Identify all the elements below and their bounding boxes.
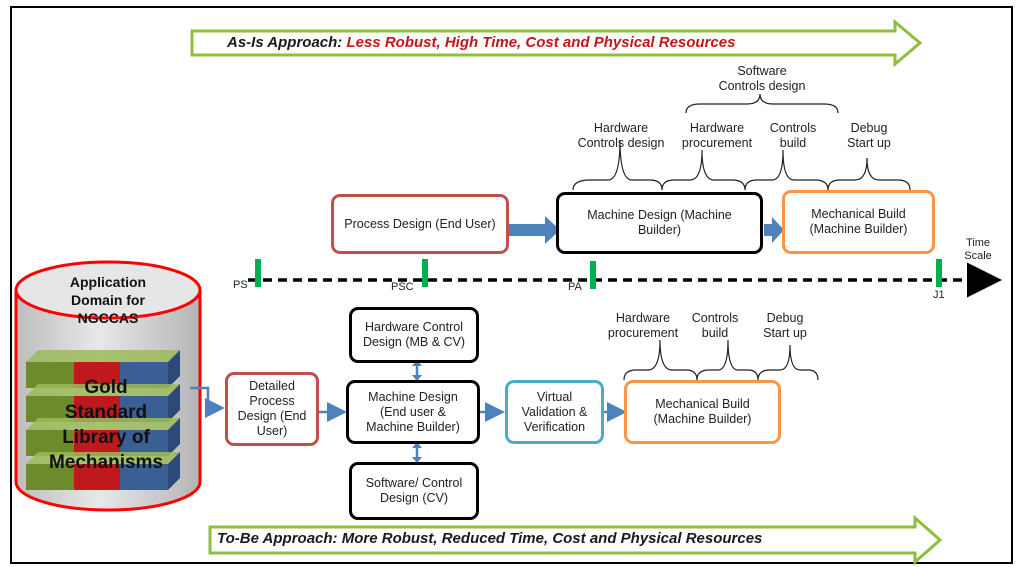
to-be-rest: More Robust, Reduced Time, Cost and Phys… bbox=[337, 530, 763, 547]
brace-tobe-hardware-procurement bbox=[623, 339, 698, 381]
tobe-mechanical-build-box: Mechanical Build (Machine Builder) bbox=[624, 380, 781, 444]
arrow-domain-to-detailed bbox=[190, 386, 225, 418]
as-is-rest: Less Robust, High Time, Cost and Physica… bbox=[342, 34, 736, 51]
milestone-pa-label: PA bbox=[568, 281, 582, 293]
brace-tobe-controls-build bbox=[696, 339, 759, 381]
milestone-psc bbox=[422, 259, 428, 287]
diagram-frame bbox=[10, 6, 1013, 564]
milestone-j1-label: J1 bbox=[933, 289, 945, 301]
detailed-process-box: Detailed Process Design (End User) bbox=[225, 372, 319, 446]
library-blocks bbox=[26, 350, 180, 490]
arrow-machine-to-build bbox=[764, 217, 784, 243]
virtual-validation-box: Virtual Validation & Verification bbox=[505, 380, 604, 444]
arrow-process-to-machine bbox=[508, 216, 560, 244]
brace-debug bbox=[827, 157, 911, 191]
hardware-control-box: Hardware Control Design (MB & CV) bbox=[349, 307, 479, 363]
to-be-banner-text: To-Be Approach: More Robust, Reduced Tim… bbox=[217, 530, 762, 547]
milestone-ps bbox=[255, 259, 261, 287]
process-design-box: Process Design (End User) bbox=[331, 194, 509, 254]
as-is-lead: As-Is Approach: bbox=[227, 34, 343, 51]
as-is-banner-arrow bbox=[190, 18, 923, 68]
brace-software-controls bbox=[685, 93, 839, 114]
arrow-hw-machine-link bbox=[412, 360, 422, 381]
machine-design-box: Machine Design (Machine Builder) bbox=[556, 192, 763, 254]
software-control-box: Software/ Control Design (CV) bbox=[349, 462, 479, 520]
milestone-pa bbox=[590, 261, 596, 289]
milestone-j1 bbox=[936, 259, 942, 287]
brace-hardware-procurement bbox=[661, 149, 746, 191]
to-be-banner-arrow bbox=[208, 514, 943, 566]
brace-tobe-debug bbox=[757, 344, 819, 381]
arrow-machine-sw-link bbox=[412, 442, 422, 463]
milestone-psc-label: PSC bbox=[391, 281, 414, 293]
to-be-lead: To-Be Approach: bbox=[217, 530, 338, 547]
brace-hardware-controls bbox=[572, 139, 663, 191]
brace-controls-build bbox=[744, 149, 829, 191]
milestone-ps-label: PS bbox=[233, 279, 248, 291]
as-is-banner-text: As-Is Approach: Less Robust, High Time, … bbox=[227, 34, 735, 51]
tobe-machine-design-box: Machine Design (End user & Machine Build… bbox=[346, 380, 480, 444]
mechanical-build-box: Mechanical Build (Machine Builder) bbox=[782, 190, 935, 254]
